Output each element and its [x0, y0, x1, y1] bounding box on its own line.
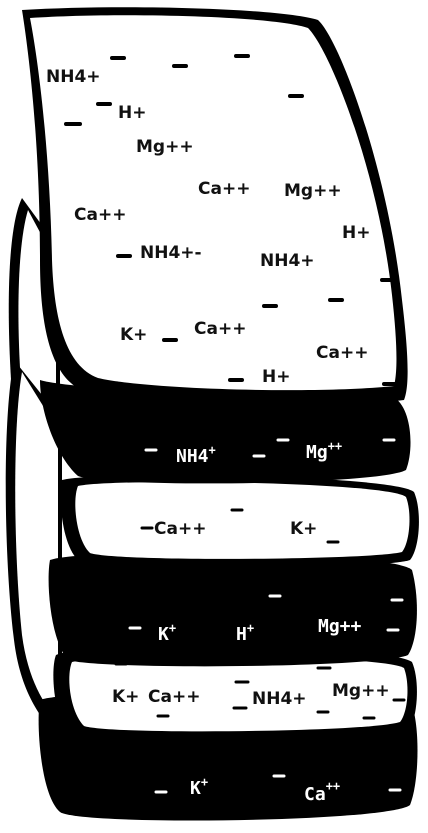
ion-ca-light-2: Ca++	[148, 687, 200, 707]
ion-ca-light: Ca++	[154, 519, 206, 539]
ion-h-2: H+	[342, 223, 370, 243]
ion-k-light-2: K+	[112, 687, 139, 707]
layer2-light-slab-face	[75, 482, 409, 559]
ion-h-3: H+	[262, 367, 290, 387]
ion-nh4-light: NH4+	[252, 689, 307, 709]
ion-nh4-3: NH4+	[260, 251, 315, 271]
ion-ca-4: Ca++	[316, 343, 368, 363]
layer2-dark-slab	[49, 553, 417, 667]
ion-mg-2: Mg++	[284, 181, 342, 201]
ion-mg-dark-2: Mg++	[318, 616, 362, 637]
ion-nh4-2: NH4+-	[140, 243, 202, 263]
ion-mg-light: Mg++	[332, 681, 390, 701]
ion-ca-2: Ca++	[74, 205, 126, 225]
ion-mg-1: Mg++	[136, 137, 194, 157]
ion-k-1: K+	[120, 325, 147, 345]
ion-h-1: H+	[118, 103, 146, 123]
ion-ca-3: Ca++	[194, 319, 246, 339]
ion-k-light: K+	[290, 519, 317, 539]
ion-nh4-1: NH4+	[46, 67, 101, 87]
ion-ca-1: Ca++	[198, 179, 250, 199]
